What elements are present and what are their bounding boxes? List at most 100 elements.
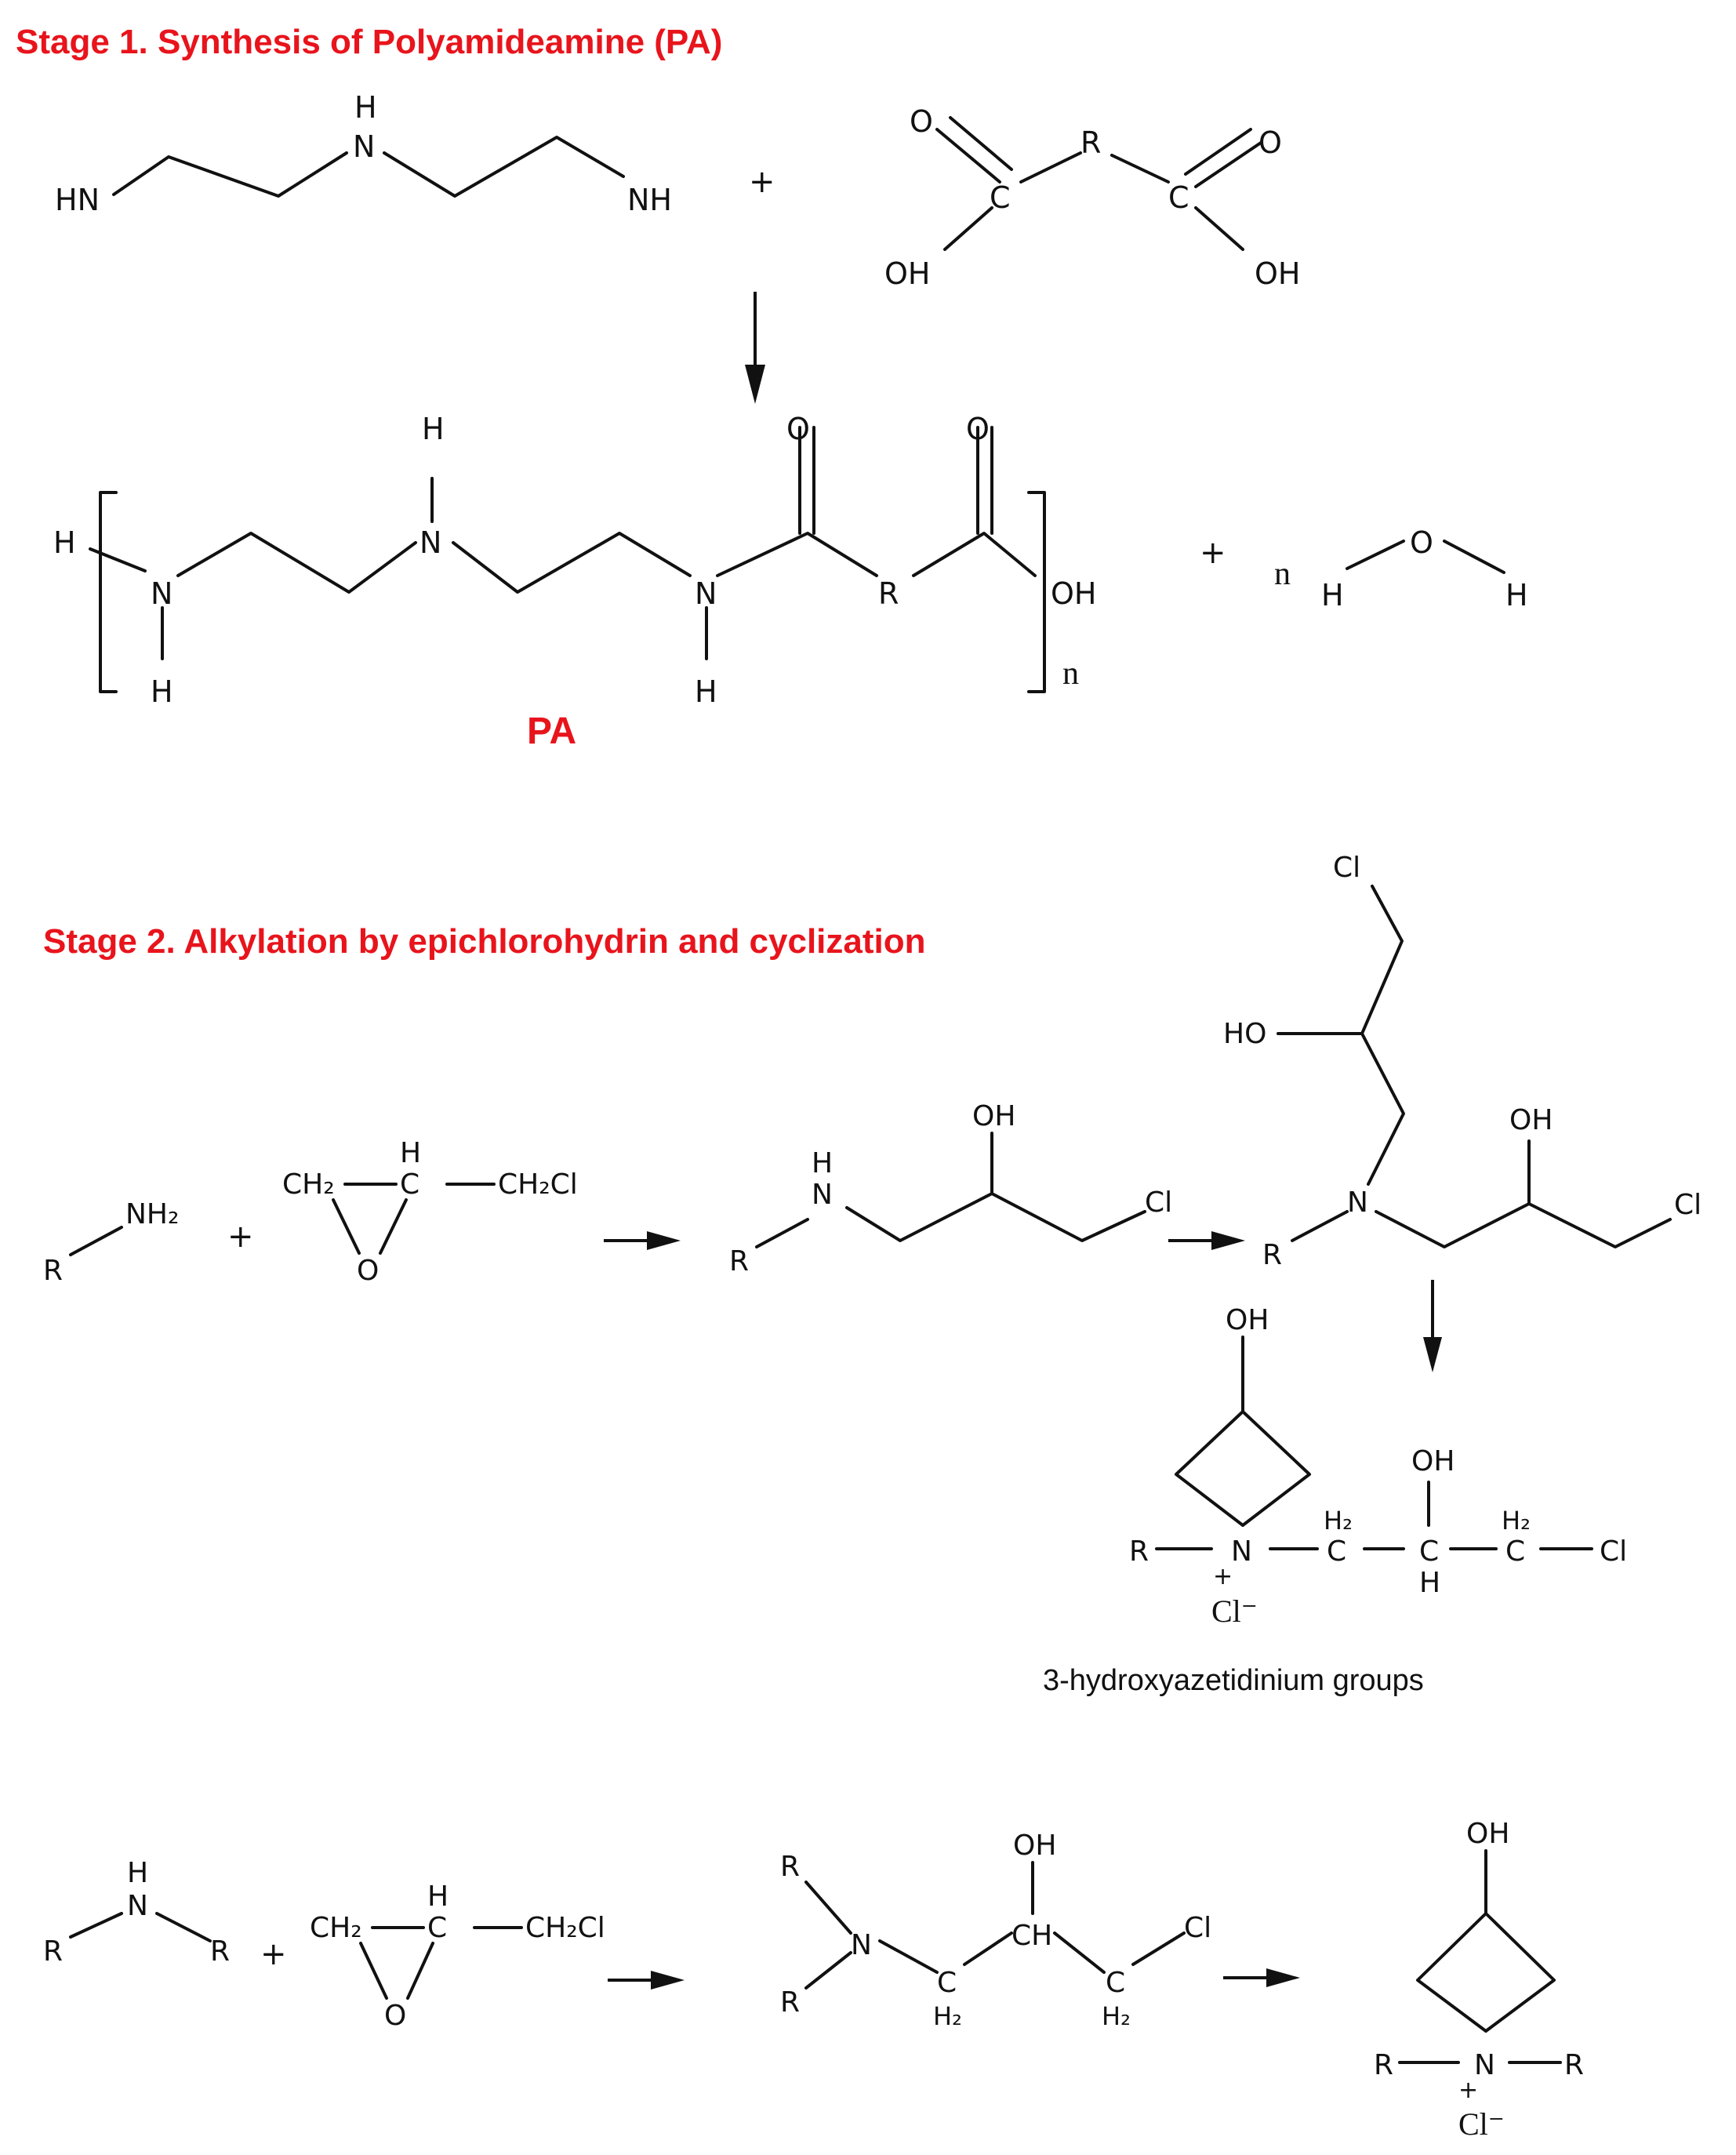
atom-h: H	[151, 674, 173, 709]
atom-plus: +	[1458, 2077, 1478, 2104]
atom-r: R	[878, 576, 899, 611]
reaction-arrow-right	[1223, 1968, 1300, 1987]
primary-amine-molecule: R NH₂	[43, 1198, 179, 1287]
atom-c: C	[427, 1912, 447, 1944]
atom-r: R	[1262, 1239, 1282, 1271]
atom-ch2: CH₂	[282, 1168, 335, 1201]
chlorohydrin-intermediate-molecule: R H N OH Cl	[729, 1100, 1172, 1277]
atom-o: O	[1258, 125, 1282, 160]
atom-oh: OH	[1051, 576, 1096, 611]
atom-oh: OH	[1226, 1304, 1269, 1336]
atom-h2: H₂	[1102, 2001, 1131, 2031]
atom-ch2cl: CH₂Cl	[525, 1912, 605, 1944]
plus-sign: +	[260, 1936, 287, 1972]
atom-nh2: NH₂	[125, 1198, 179, 1230]
atom-r: R	[729, 1245, 749, 1277]
atom-h: H	[427, 1881, 449, 1913]
atom-r: R	[210, 1935, 230, 1968]
atom-o: O	[910, 104, 933, 139]
atom-c: C	[400, 1168, 419, 1201]
atom-h: H	[695, 674, 717, 709]
atom-h: H	[812, 1147, 833, 1179]
reaction-arrow-down	[745, 292, 765, 404]
atom-h: H	[400, 1137, 421, 1169]
atom-oh: OH	[972, 1100, 1015, 1132]
atom-cl: Cl	[1184, 1912, 1211, 1944]
chloride-counterion: Cl⁻	[1211, 1594, 1258, 1629]
atom-o: O	[384, 2000, 406, 2032]
polyamideamine-molecule: H N H H N N H O R O OH n PA	[53, 412, 1096, 752]
atom-h: H	[53, 525, 76, 560]
atom-o: O	[1410, 525, 1433, 560]
atom-plus: +	[1213, 1563, 1233, 1590]
atom-n: N	[419, 525, 441, 560]
atom-h: H	[1321, 578, 1344, 612]
atom-n: N	[151, 576, 173, 611]
atom-o: O	[786, 412, 810, 446]
atom-r: R	[43, 1255, 63, 1287]
atom-c: C	[1106, 1967, 1125, 1999]
epichlorohydrin-molecule: CH₂ H C CH₂Cl O	[282, 1137, 578, 1287]
atom-r: R	[1129, 1535, 1149, 1568]
reaction-arrow-right	[608, 1971, 685, 1990]
atom-ch2: CH₂	[310, 1912, 362, 1944]
atom-r: R	[780, 1986, 800, 2019]
atom-n: N	[353, 129, 375, 164]
atom-oh: OH	[1013, 1830, 1056, 1862]
atom-r: R	[43, 1935, 63, 1968]
atom-n: N	[812, 1179, 833, 1211]
atom-ch2cl: CH₂Cl	[498, 1168, 578, 1201]
epichlorohydrin-molecule: CH₂ H C CH₂Cl O	[310, 1881, 605, 2032]
atom-nh: NH	[627, 183, 672, 217]
atom-cl: Cl	[1600, 1535, 1627, 1568]
atom-h: H	[127, 1857, 148, 1889]
atom-r: R	[1564, 2049, 1584, 2081]
atom-c: C	[1327, 1535, 1346, 1568]
plus-sign: +	[1200, 535, 1226, 571]
secondary-amine-molecule: R H N R	[43, 1857, 230, 1968]
azetidinium-caption: 3-hydroxyazetidinium groups	[1043, 1664, 1424, 1697]
atom-h2: H₂	[933, 2001, 962, 2031]
atom-c: C	[990, 180, 1011, 215]
atom-c: C	[1505, 1535, 1525, 1568]
water-molecule: H O H	[1321, 525, 1528, 612]
reaction-arrow-right	[1168, 1231, 1245, 1250]
atom-oh: OH	[1509, 1104, 1553, 1136]
atom-oh: OH	[1255, 256, 1300, 291]
coefficient-n: n	[1274, 556, 1291, 592]
atom-n: N	[695, 576, 717, 611]
atom-c: C	[1419, 1535, 1439, 1568]
atom-h: H	[422, 412, 445, 446]
atom-o: O	[966, 412, 990, 446]
atom-n: N	[1347, 1187, 1368, 1219]
atom-r: R	[1374, 2049, 1393, 2081]
atom-h2: H₂	[1502, 1506, 1531, 1535]
atom-h: H	[354, 90, 377, 125]
atom-r: R	[1080, 125, 1101, 160]
atom-c: C	[1168, 180, 1189, 215]
atom-cl: Cl	[1674, 1189, 1701, 1221]
atom-n: N	[127, 1890, 148, 1922]
azetidinium-product-molecule: OH R N + Cl⁻ H₂ C OH C H H₂ C Cl	[1129, 1304, 1627, 1629]
atom-ho: HO	[1223, 1018, 1266, 1050]
repeat-unit-n: n	[1062, 656, 1079, 692]
atom-r: R	[780, 1851, 800, 1883]
atom-oh: OH	[1411, 1445, 1455, 1477]
atom-h: H	[1419, 1567, 1440, 1599]
atom-oh: OH	[1466, 1818, 1509, 1850]
diethylenetriamine-molecule: HN H N NH	[55, 90, 672, 217]
plus-sign: +	[749, 164, 775, 200]
reaction-arrow-down	[1423, 1280, 1442, 1372]
product-label-pa: PA	[527, 710, 576, 752]
atom-hn: HN	[55, 183, 100, 217]
atom-cl: Cl	[1333, 852, 1360, 884]
atom-n: N	[851, 1929, 872, 1961]
tertiary-amine-molecule: R N OH Cl HO Cl	[1223, 852, 1701, 1271]
chloride-counterion: Cl⁻	[1458, 2106, 1505, 2142]
reaction-arrow-right	[604, 1231, 681, 1250]
stage2-heading: Stage 2. Alkylation by epichlorohydrin a…	[43, 922, 926, 961]
atom-h: H	[1505, 578, 1528, 612]
plus-sign: +	[227, 1219, 254, 1255]
stage1-heading: Stage 1. Synthesis of Polyamideamine (PA…	[16, 23, 722, 61]
